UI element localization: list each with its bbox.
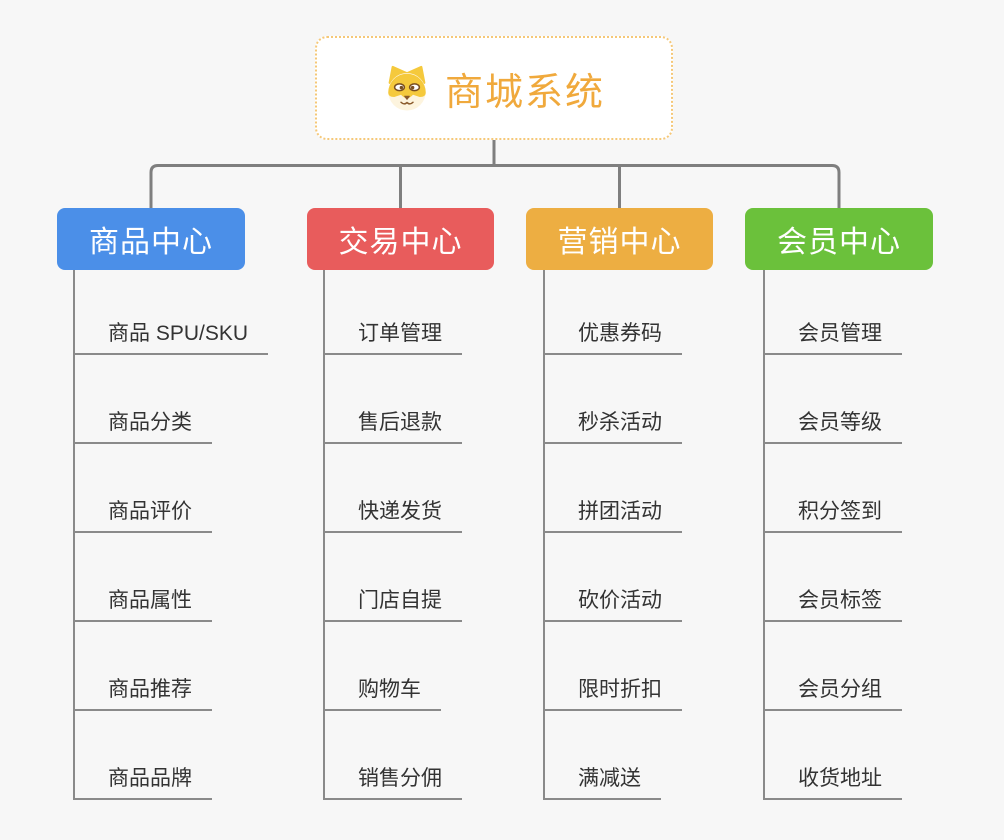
child-node[interactable]: 满减送 — [545, 765, 661, 800]
branch-label: 商品中心 — [89, 217, 213, 261]
child-node[interactable]: 会员标签 — [765, 587, 902, 622]
branch-children-product-center: 商品 SPU/SKU 商品分类商品评价商品属性商品推荐商品品牌 — [73, 270, 268, 800]
child-node[interactable]: 商品推荐 — [75, 676, 212, 711]
child-node[interactable]: 收货地址 — [765, 765, 902, 800]
child-node[interactable]: 优惠券码 — [545, 320, 682, 355]
branch-children-member-center: 会员管理会员等级积分签到会员标签会员分组收货地址 — [763, 270, 902, 800]
child-node[interactable]: 秒杀活动 — [545, 409, 682, 444]
child-node[interactable]: 售后退款 — [325, 409, 462, 444]
child-node[interactable]: 商品属性 — [75, 587, 212, 622]
child-node[interactable]: 订单管理 — [325, 320, 462, 355]
dog-face-icon — [383, 64, 431, 112]
child-node[interactable]: 会员管理 — [765, 320, 902, 355]
child-node[interactable]: 销售分佣 — [325, 765, 462, 800]
child-node[interactable]: 会员分组 — [765, 676, 902, 711]
child-node[interactable]: 砍价活动 — [545, 587, 682, 622]
branch-children-marketing-center: 优惠券码秒杀活动拼团活动砍价活动限时折扣满减送 — [543, 270, 682, 800]
child-node[interactable]: 商品分类 — [75, 409, 212, 444]
branch-label: 营销中心 — [558, 217, 682, 261]
child-node[interactable]: 商品 SPU/SKU — [75, 320, 268, 355]
child-node[interactable]: 购物车 — [325, 676, 441, 711]
branch-node-marketing-center[interactable]: 营销中心 — [526, 208, 713, 270]
branch-label: 会员中心 — [777, 217, 901, 261]
branch-node-trade-center[interactable]: 交易中心 — [307, 208, 494, 270]
root-title: 商城系统 — [445, 61, 605, 116]
child-node[interactable]: 拼团活动 — [545, 498, 682, 533]
child-node[interactable]: 会员等级 — [765, 409, 902, 444]
child-node[interactable]: 商品评价 — [75, 498, 212, 533]
branch-node-product-center[interactable]: 商品中心 — [57, 208, 245, 270]
branch-node-member-center[interactable]: 会员中心 — [745, 208, 933, 270]
child-node[interactable]: 门店自提 — [325, 587, 462, 622]
branch-label: 交易中心 — [339, 217, 463, 261]
child-node[interactable]: 快递发货 — [325, 498, 462, 533]
root-node[interactable]: 商城系统 — [315, 36, 673, 140]
branch-children-trade-center: 订单管理售后退款快递发货门店自提购物车销售分佣 — [323, 270, 462, 800]
child-node[interactable]: 积分签到 — [765, 498, 902, 533]
child-node[interactable]: 商品品牌 — [75, 765, 212, 800]
child-node[interactable]: 限时折扣 — [545, 676, 682, 711]
